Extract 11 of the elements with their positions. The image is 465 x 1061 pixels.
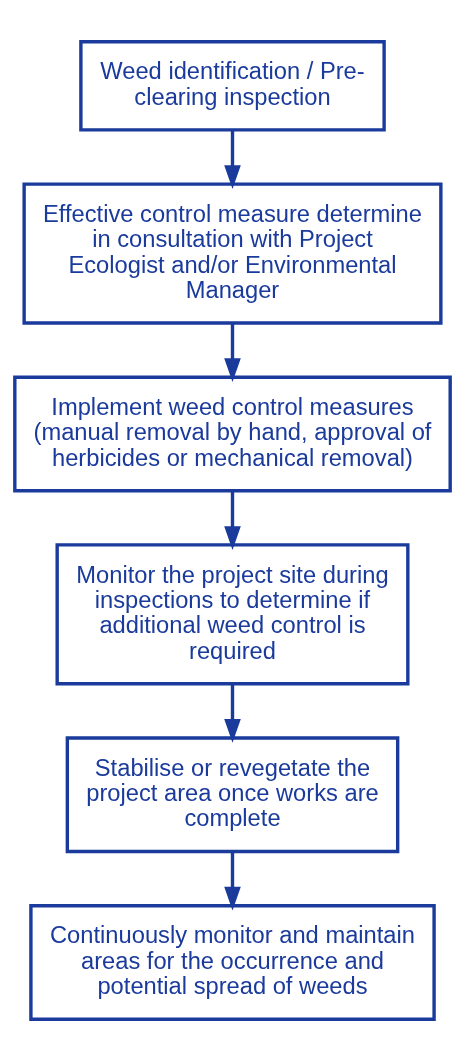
node-box: Monitor the project site during inspections to determine if additional weed control is required: [55, 543, 410, 686]
node-box: Effective control measure determine in consultation with Project Ecologist and/or Environmental Manager: [22, 182, 443, 325]
arrow: [224, 491, 241, 550]
arrow: [224, 851, 241, 911]
node-box: Weed identification / Pre-clearing inspection: [79, 40, 386, 132]
arrow: [224, 684, 241, 743]
node-box: Continuously monitor and maintain areas for the occurrence and potential spread of weeds: [29, 904, 436, 1021]
node-box: Implement weed control measures (manual removal by hand, approval of herbicides or mechanical removal): [13, 375, 452, 493]
arrow: [224, 130, 241, 189]
arrow: [224, 323, 241, 382]
node-box: Stabilise or revegetate the project area once works are complete: [65, 736, 400, 854]
